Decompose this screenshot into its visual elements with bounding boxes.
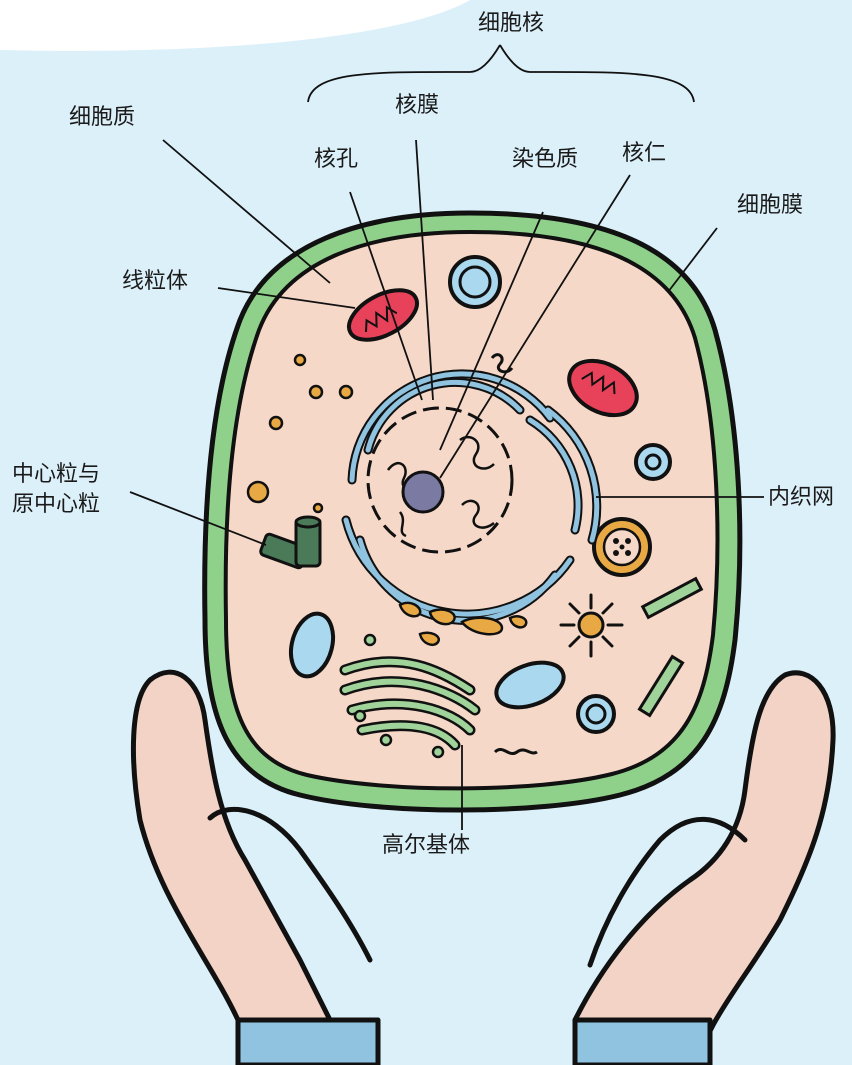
label-endoplasmic-reticulum: 内织网 (768, 484, 834, 512)
nucleus (368, 408, 512, 552)
label-chromatin: 染色质 (512, 146, 578, 174)
label-cytoplasm: 细胞质 (69, 104, 135, 132)
label-centriole: 中心粒与 原中心粒 (12, 460, 100, 520)
label-golgi: 高尔基体 (382, 832, 470, 860)
label-nucleolus: 核仁 (622, 140, 666, 168)
label-cell-membrane: 细胞膜 (737, 192, 803, 220)
label-nuclear-membrane: 核膜 (395, 92, 439, 120)
label-mitochondrion: 线粒体 (122, 268, 188, 296)
nucleolus-shape (403, 472, 443, 512)
centrosome-star (561, 595, 622, 656)
label-nuclear-pore: 核孔 (314, 146, 358, 174)
label-nucleus: 细胞核 (478, 10, 544, 38)
lysosome (594, 519, 650, 575)
